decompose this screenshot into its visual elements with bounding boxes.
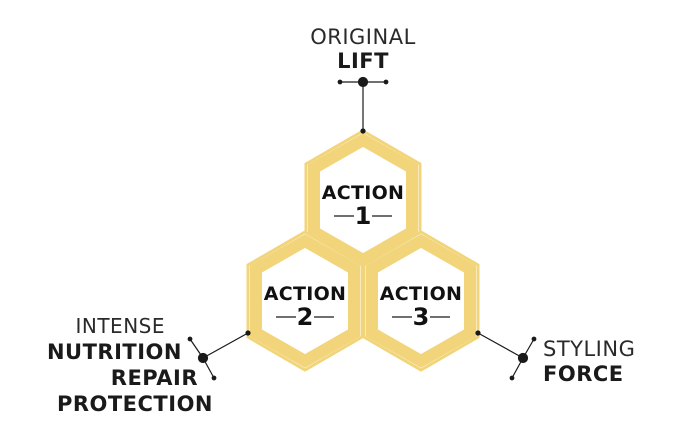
left-label-line3: REPAIR bbox=[110, 366, 198, 390]
left-label-line2: NUTRITION bbox=[46, 340, 182, 364]
action-3-title: ACTION bbox=[379, 283, 463, 305]
top-label-line1: ORIGINAL bbox=[310, 25, 416, 49]
hexagon-action-2 bbox=[246, 230, 364, 372]
right-connector bbox=[475, 330, 537, 381]
number-dashes bbox=[276, 215, 450, 318]
action-2-title: ACTION bbox=[263, 283, 347, 305]
left-label-line1: INTENSE bbox=[75, 314, 165, 338]
hexagon-action-3 bbox=[362, 230, 480, 372]
top-label-line2: LIFT bbox=[337, 49, 389, 73]
right-label-line1: STYLING bbox=[543, 337, 636, 361]
action-1-title: ACTION bbox=[321, 182, 405, 204]
left-connector bbox=[187, 330, 251, 381]
action-2-number: 2 bbox=[296, 303, 314, 331]
action-3-number: 3 bbox=[412, 303, 430, 331]
left-label-line4: PROTECTION bbox=[56, 392, 213, 416]
action-1-number: 1 bbox=[354, 202, 372, 230]
top-connector bbox=[337, 76, 389, 134]
right-label-line2: FORCE bbox=[543, 362, 624, 386]
hexagon-action-1 bbox=[304, 129, 422, 271]
